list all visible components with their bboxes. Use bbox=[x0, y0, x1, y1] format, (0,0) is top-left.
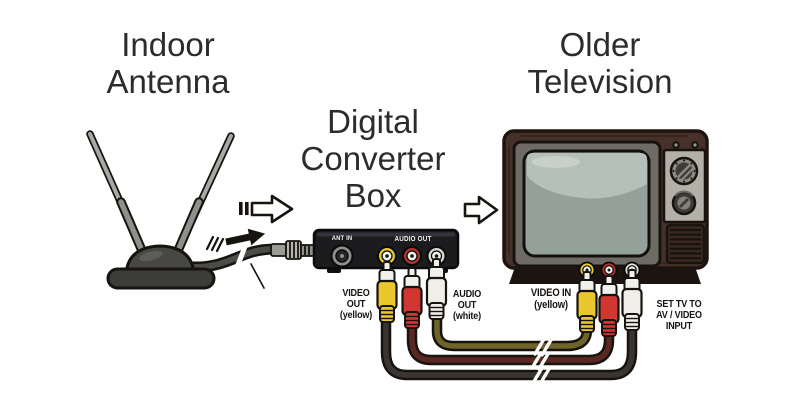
indoor-antenna-illustration bbox=[86, 130, 315, 290]
ant-in-port bbox=[330, 244, 354, 268]
rca-plug-audio-out-red bbox=[401, 267, 423, 329]
heading-digital-converter-box: Digital Converter Box bbox=[300, 103, 446, 214]
audio-out-label: AUDIO OUT (white) bbox=[452, 288, 482, 323]
video-in-label: VIDEO IN (yellow) bbox=[530, 287, 572, 311]
audio-out-ports-label: AUDIO OUT bbox=[394, 235, 432, 243]
rca-plug-video-out-yellow bbox=[376, 261, 398, 323]
television-illustration bbox=[502, 129, 709, 284]
antenna-base bbox=[106, 244, 216, 290]
heading-indoor-antenna: Indoor Antenna bbox=[106, 26, 230, 100]
tv-jack-audio-in-red bbox=[600, 261, 618, 279]
rca-jack-yellow bbox=[377, 246, 397, 266]
tv-knob-upper bbox=[669, 156, 699, 186]
signal-arrow-icon bbox=[205, 228, 266, 253]
tv-control-panel bbox=[662, 141, 707, 265]
cable-break-marks bbox=[530, 337, 553, 386]
coax-cable bbox=[186, 241, 284, 289]
rca-plug-audio-in-red bbox=[598, 275, 620, 337]
flow-arrow-box-to-tv-icon bbox=[463, 195, 499, 225]
flow-arrow-antenna-to-box-icon bbox=[239, 194, 294, 224]
ant-in-label: ANT IN bbox=[331, 235, 353, 242]
antenna-rod-right bbox=[172, 132, 235, 258]
rca-plug-video-in-yellow bbox=[576, 271, 598, 333]
rca-plug-audio-out-white bbox=[425, 258, 448, 320]
antenna-rod-left bbox=[86, 130, 148, 258]
set-tv-label: SET TV TO AV / VIDEO INPUT bbox=[656, 298, 702, 333]
rca-plug-audio-in-white bbox=[621, 269, 643, 331]
tv-speaker-grille bbox=[665, 223, 706, 265]
rca-jack-red bbox=[402, 246, 422, 266]
composite-cables bbox=[380, 309, 638, 386]
tv-knob-lower bbox=[671, 190, 697, 216]
converter-box-illustration bbox=[312, 228, 460, 273]
coax-connector bbox=[270, 240, 315, 260]
video-out-label: VIDEO OUT (yellow) bbox=[339, 287, 373, 322]
heading-older-television: Older Television bbox=[527, 26, 673, 100]
